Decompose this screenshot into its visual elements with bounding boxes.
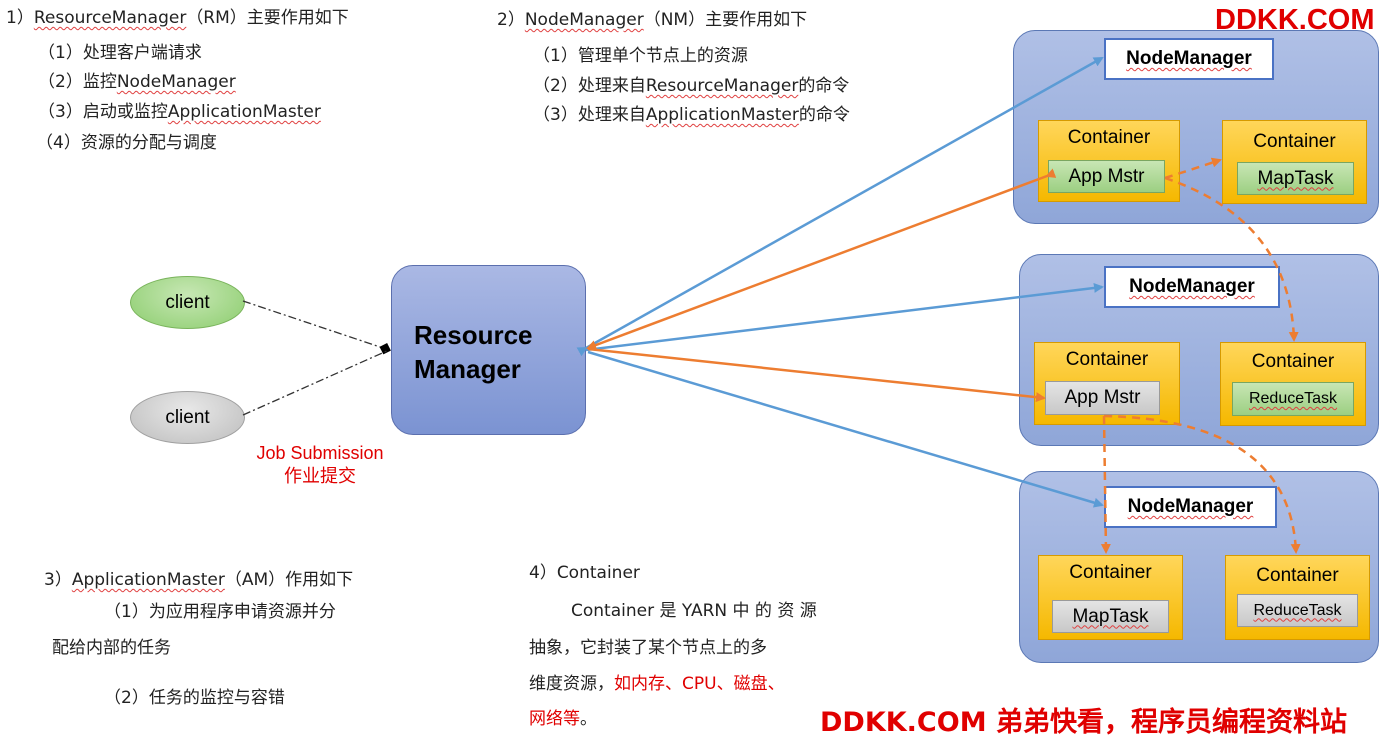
rm-item-4: （4）资源的分配与调度 (36, 133, 217, 153)
container-desc-line-2: 抽象，它封装了某个节点上的多 (529, 638, 767, 658)
container-label: Container (1067, 127, 1151, 148)
container-desc-line-4: 网络等。 (529, 709, 597, 729)
node-1-app-mstr: App Mstr (1048, 160, 1165, 193)
job-submission-label: Job Submission 作业提交 (256, 443, 384, 486)
node-2-reducetask: ReduceTask (1232, 382, 1354, 416)
resource-manager-label: Resource Manager (414, 320, 533, 384)
resource-manager: Resource Manager (391, 265, 586, 435)
client-1: client (130, 276, 245, 329)
rm-section-title: 1）ResourceManager（RM）主要作用如下 (6, 8, 349, 28)
container-label: Container (1253, 131, 1336, 152)
watermark-bottom: DDKK.COM 弟弟快看，程序员编程资料站 (820, 707, 1347, 738)
container-desc-line-3: 维度资源，如内存、CPU、磁盘、 (529, 674, 785, 694)
container-label: Container (1065, 349, 1149, 370)
node-2-app-mstr: App Mstr (1045, 381, 1160, 415)
node-1-maptask: MapTask (1237, 162, 1354, 195)
node-3-maptask: MapTask (1052, 600, 1169, 633)
am-item-2: （2）任务的监控与容错 (104, 688, 285, 708)
nm-item-1: （1）管理单个节点上的资源 (533, 46, 748, 66)
node-3-reducetask: ReduceTask (1237, 594, 1358, 627)
client-1-submit-line (242, 300, 391, 355)
client-2-submit-line (242, 349, 390, 416)
am-item-1-line-1: （1）为应用程序申请资源并分 (104, 602, 336, 622)
container-label: Container (1251, 351, 1335, 372)
am-item-1-line-2: 配给内部的任务 (52, 638, 171, 658)
am1-rm-arrow (586, 168, 1057, 350)
node-manager-1-label: NodeManager (1104, 38, 1274, 80)
rm-item-1: （1）处理客户端请求 (38, 43, 202, 63)
rm-item-2: （2）监控NodeManager (38, 72, 236, 92)
am-section-title: 3）ApplicationMaster（AM）作用如下 (44, 570, 354, 590)
container-section-title: 4）Container (529, 563, 640, 583)
node-manager-2-label: NodeManager (1104, 266, 1280, 308)
client-2: client (130, 391, 245, 444)
rm-item-3: （3）启动或监控ApplicationMaster (38, 102, 321, 122)
nm-section-title: 2）NodeManager（NM）主要作用如下 (497, 10, 808, 30)
container-label: Container (1256, 565, 1339, 586)
rm-am2-arrow (587, 347, 1046, 403)
node-manager-3-label: NodeManager (1104, 486, 1277, 528)
nm-item-3: （3）处理来自ApplicationMaster的命令 (533, 105, 850, 125)
container-desc-line-1: Container 是 YARN 中 的 资 源 (571, 601, 817, 621)
container-label: Container (1069, 562, 1152, 583)
nm-item-2: （2）处理来自ResourceManager的命令 (533, 76, 850, 96)
